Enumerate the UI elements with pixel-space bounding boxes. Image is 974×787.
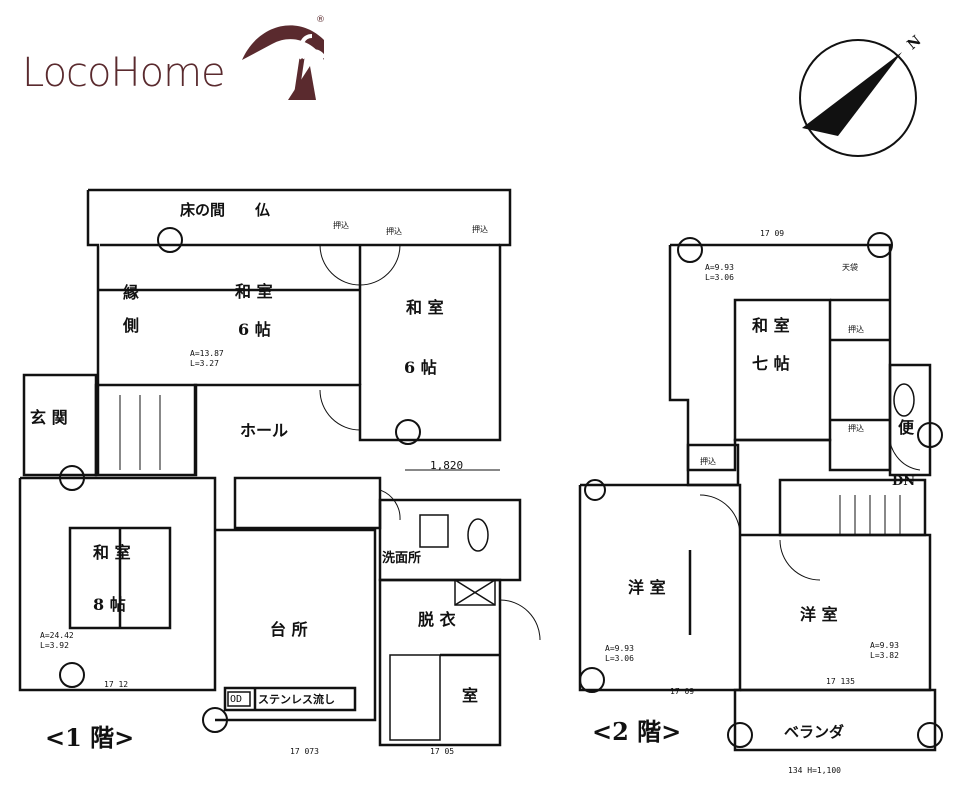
area-a-2f: A=9.93	[705, 263, 734, 272]
compass-icon	[790, 30, 930, 160]
room-datsui: 脱 衣	[418, 610, 456, 629]
dim-bottom-2f-b: 17 135	[826, 677, 855, 686]
closet-2f-2: 押込	[848, 424, 864, 433]
closet-label-3: 押込	[472, 225, 488, 234]
closet-2f-3: 押込	[700, 457, 716, 466]
tenbukuro-label: 天袋	[842, 263, 858, 272]
area-a2-label: A=24.42	[40, 631, 74, 640]
room-washitsu-8-size: 8 帖	[93, 595, 126, 614]
palm-roof-icon	[242, 25, 328, 100]
room-youshitsu-left: 洋 室	[628, 578, 666, 597]
room-genkan: 玄 関	[30, 408, 68, 427]
room-tokonoma: 床の間	[180, 201, 226, 219]
area-a2-2f: A=9.93	[605, 644, 634, 653]
dim-bottom-2f-a: 17 09	[670, 687, 695, 696]
room-butsudan: 仏	[255, 201, 271, 219]
hall-width-dim: 1,820	[430, 459, 464, 472]
area-l-label: L=3.27	[190, 359, 219, 368]
floor1-title: <1 階>	[45, 723, 135, 752]
room-washitsu-7-size: 七 帖	[752, 354, 790, 373]
area-l-2f: L=3.06	[705, 273, 734, 282]
room-washitsu-6a: 和 室	[235, 282, 273, 301]
area-a-label: A=13.87	[190, 349, 224, 358]
room-bath: 室	[462, 686, 479, 705]
room-washitsu-6b-size: 6 帖	[404, 358, 437, 377]
room-senmen: 洗面所	[382, 551, 422, 566]
room-engawa-1: 縁	[123, 283, 140, 302]
room-washitsu-8: 和 室	[93, 543, 131, 562]
dim-bottom-b: 17 073	[290, 747, 319, 756]
brand-name: LocoHome	[22, 50, 226, 96]
room-washitsu-7: 和 室	[752, 316, 790, 335]
stairs-dn-label: DN	[892, 474, 916, 489]
area-l2-label: L=3.92	[40, 641, 69, 650]
room-washitsu-6a-size: 6 帖	[238, 320, 271, 339]
room-veranda: ベランダ	[784, 723, 845, 741]
area-a3-2f: A=9.93	[870, 641, 899, 650]
closet-label-2: 押込	[386, 227, 402, 236]
sink-label: ステンレス流し	[258, 693, 335, 706]
closet-label-1: 押込	[333, 221, 349, 230]
dim-veranda: 134 H=1,100	[788, 766, 841, 775]
dim-bottom-c: 17 05	[430, 747, 455, 756]
room-toilet-2f: 便	[898, 418, 915, 437]
dim-top-2f: 17 09	[760, 229, 785, 238]
room-youshitsu-right: 洋 室	[800, 605, 838, 624]
sink-od-label: OD	[230, 694, 243, 705]
registered-mark: ®	[316, 15, 325, 25]
area-l3-2f: L=3.82	[870, 651, 899, 660]
room-engawa-2: 側	[123, 316, 140, 335]
room-washitsu-6b: 和 室	[406, 298, 444, 317]
floor2-title: <2 階>	[592, 717, 682, 746]
closet-2f-1: 押込	[848, 325, 864, 334]
area-l2-2f: L=3.06	[605, 654, 634, 663]
room-kitchen: 台 所	[270, 620, 308, 639]
dim-bottom-a: 17 12	[104, 680, 129, 689]
room-hall: ホール	[240, 421, 289, 440]
